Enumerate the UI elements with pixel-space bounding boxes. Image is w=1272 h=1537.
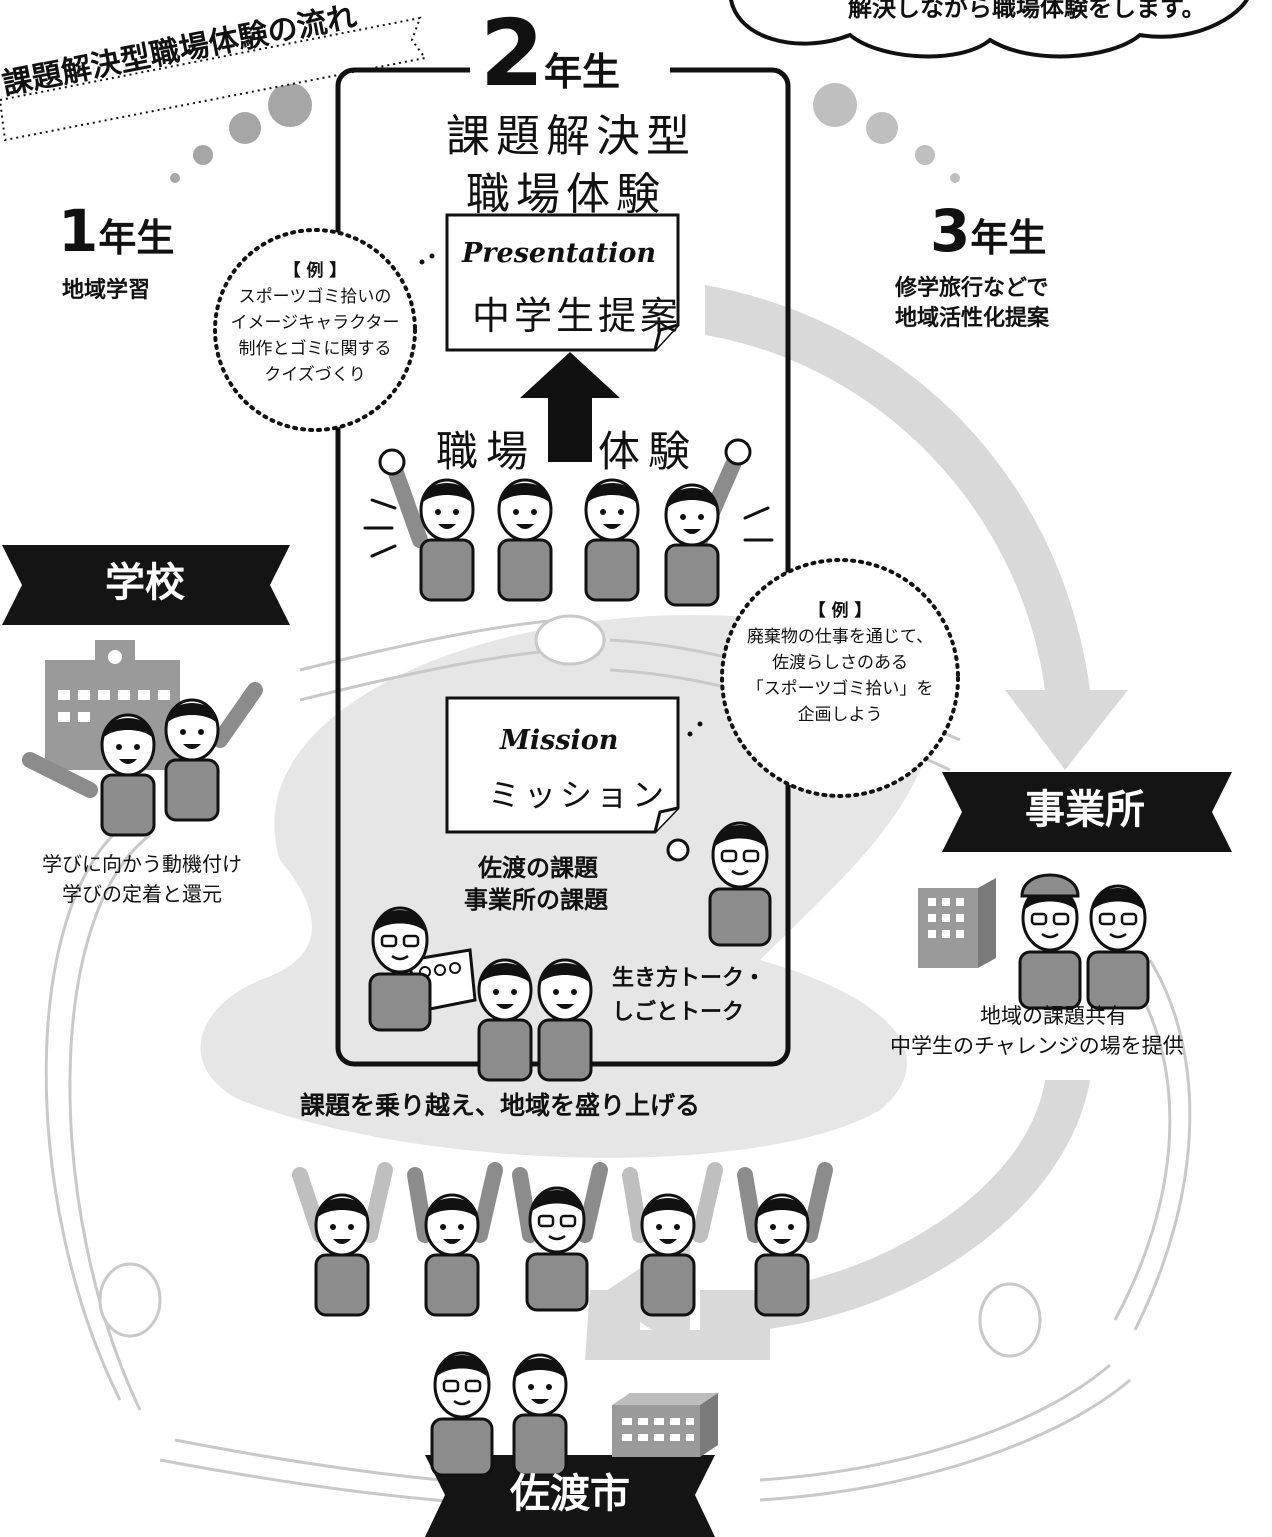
city-building-icon bbox=[612, 1393, 718, 1457]
example1-line: スポーツゴミ拾いの bbox=[238, 287, 392, 307]
mission-en: Mission bbox=[500, 725, 619, 756]
year3-desc-line1: 修学旅行などで bbox=[895, 276, 1049, 301]
year2-title-line2: 職場体験 bbox=[466, 169, 666, 220]
example1-line: 制作とゴミに関する bbox=[238, 339, 392, 359]
decor-dots-right bbox=[813, 83, 960, 183]
business-desc-line1: 地域の課題共有 bbox=[980, 1004, 1127, 1028]
thought-cloud bbox=[729, 0, 1249, 59]
slogan: 課題を乗り越え、地域を盛り上げる bbox=[300, 1091, 701, 1120]
year2-suffix: 年生 bbox=[544, 50, 621, 94]
example2-line: 企画しよう bbox=[797, 705, 883, 725]
year2-number: 2 bbox=[480, 0, 545, 107]
business-label: 事業所 bbox=[1025, 787, 1145, 833]
year1-heading: 1年生 bbox=[58, 202, 174, 260]
school-banner bbox=[2, 545, 290, 625]
arrow-label-right: 体験 bbox=[598, 427, 699, 476]
students-cheering bbox=[378, 438, 752, 607]
school-students bbox=[22, 682, 263, 837]
year3-desc-line2: 地域活性化提案 bbox=[895, 306, 1050, 331]
business-banner bbox=[942, 772, 1232, 852]
talk-session bbox=[368, 906, 593, 1082]
flow-title-banner bbox=[0, 16, 427, 142]
presentation-en: Presentation bbox=[462, 238, 657, 269]
decor-dots-left bbox=[170, 83, 312, 183]
example1-line: クイズづくり bbox=[264, 365, 366, 385]
talk-line1: 生き方トーク・ bbox=[612, 966, 766, 991]
year3-heading: 3年生 bbox=[930, 202, 1046, 260]
city-staff bbox=[430, 1351, 568, 1477]
school-desc-line1: 学びに向かう動機付け bbox=[42, 852, 242, 876]
year1-desc: 地域学習 bbox=[62, 278, 151, 303]
city-label: 佐渡市 bbox=[510, 1471, 630, 1517]
year1-suffix: 年生 bbox=[98, 216, 175, 260]
up-arrow bbox=[520, 352, 620, 462]
school-label: 学校 bbox=[105, 560, 185, 606]
business-desc-line2: 中学生のチャレンジの場を提供 bbox=[890, 1034, 1184, 1058]
cloud-text: 解決しながら職場体験をします。 bbox=[848, 0, 1206, 22]
example1-text: 【 例 】 スポーツゴミ拾いの イメージキャラクター 制作とゴミに関する クイズ… bbox=[215, 258, 415, 388]
year3-number: 3 bbox=[930, 197, 971, 265]
school-desc-line2: 学びの定着と還元 bbox=[62, 882, 222, 906]
example1-bubble bbox=[213, 228, 417, 432]
year3-suffix: 年生 bbox=[970, 216, 1047, 260]
mission-jp: ミッション bbox=[488, 776, 669, 814]
handshake-icons bbox=[98, 614, 1042, 1358]
example2-text: 【 例 】 廃棄物の仕事を通じて、 佐渡らしさのある 「スポーツゴミ拾い」を 企… bbox=[720, 598, 960, 728]
business-workers bbox=[1018, 873, 1150, 1010]
example1-head: 【 例 】 bbox=[283, 261, 347, 281]
issues-line1: 佐渡の課題 bbox=[478, 854, 598, 882]
example2-line: 佐渡らしさのある bbox=[772, 653, 908, 673]
example2-bubble bbox=[720, 558, 960, 798]
talk-line2: しごとトーク bbox=[612, 1000, 745, 1025]
celebration-group bbox=[292, 1162, 833, 1317]
example1-line: イメージキャラクター bbox=[230, 313, 400, 333]
city-banner bbox=[425, 1455, 715, 1537]
year1-number: 1 bbox=[58, 197, 99, 265]
example2-head: 【 例 】 bbox=[808, 601, 872, 621]
arrow-label-left: 職場 bbox=[436, 427, 537, 476]
issues-line2: 事業所の課題 bbox=[464, 886, 608, 914]
example2-line: 「スポーツゴミ拾い」を bbox=[746, 679, 934, 699]
cheer-lines bbox=[363, 498, 774, 558]
presentation-jp: 中学生提案 bbox=[472, 294, 683, 338]
year2-title-line1: 課題解決型 bbox=[446, 111, 696, 162]
example2-line: 廃棄物の仕事を通じて、 bbox=[746, 627, 934, 647]
year2-heading: 2年生 bbox=[480, 8, 620, 100]
arrow-year2-to-business bbox=[705, 285, 1128, 770]
teacher-pointing bbox=[666, 821, 772, 947]
office-building-icon bbox=[918, 878, 996, 968]
